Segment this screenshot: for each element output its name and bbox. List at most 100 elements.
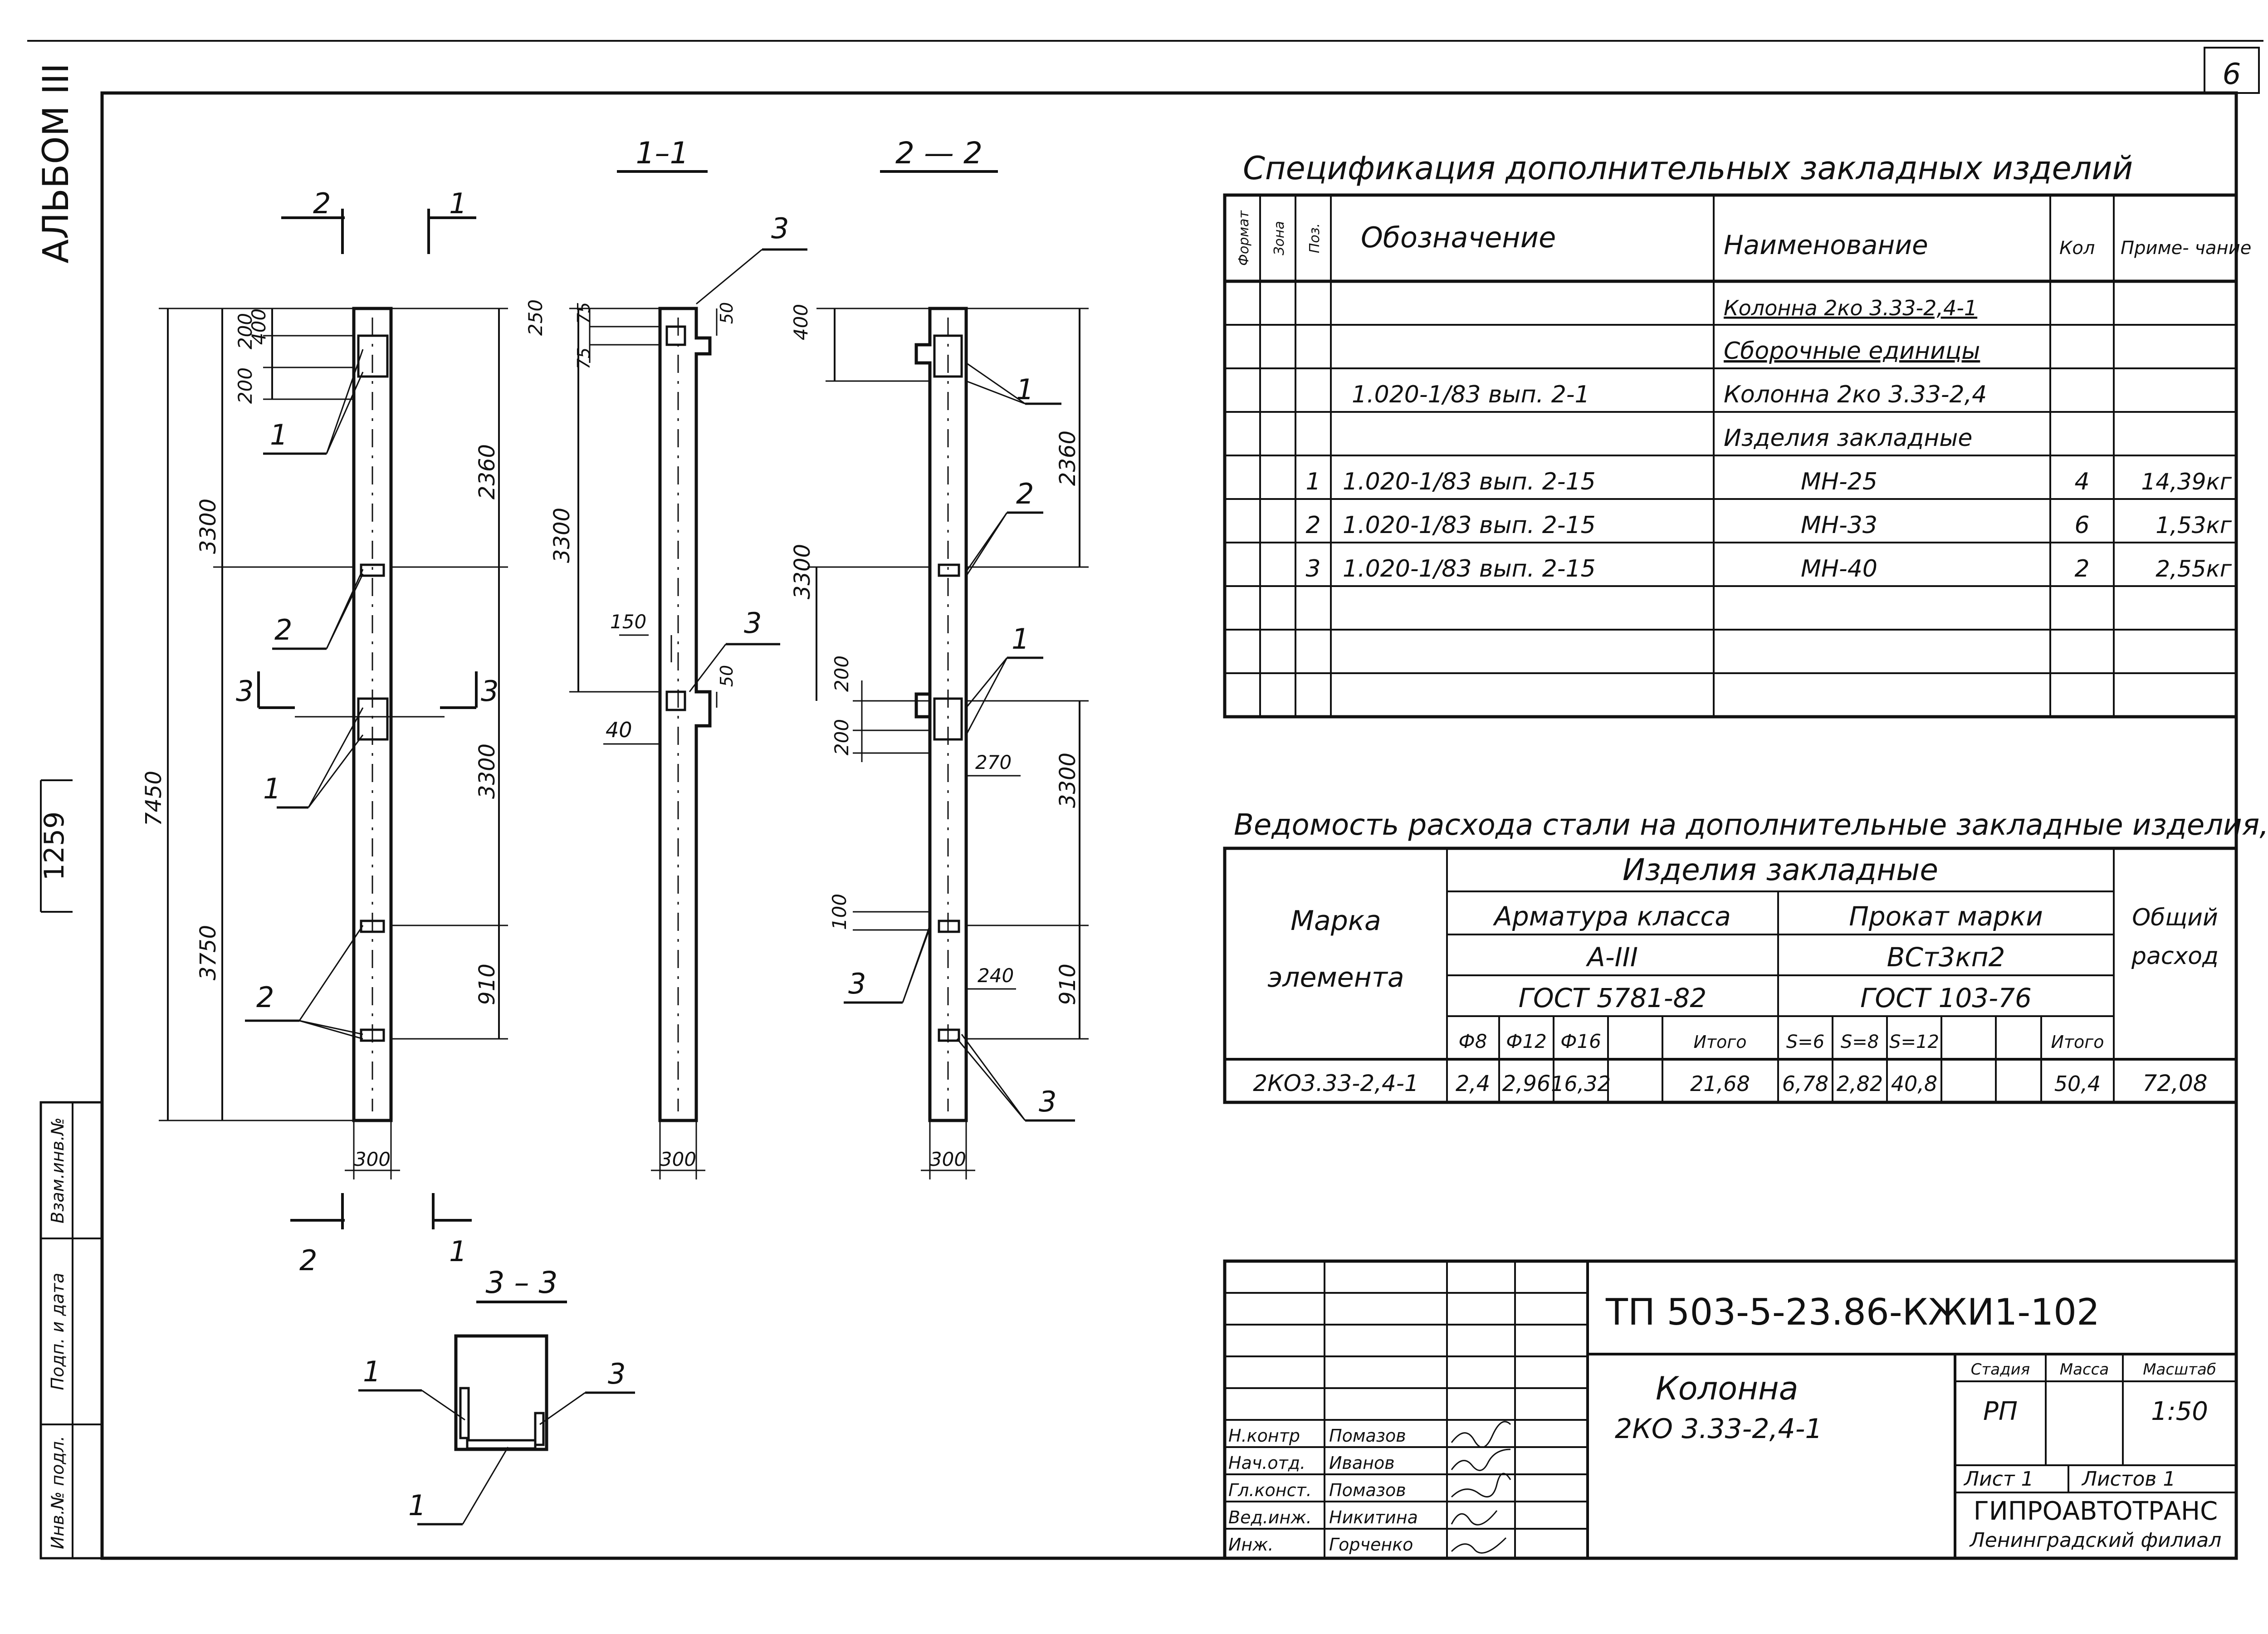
- dim-200b: 200: [831, 719, 853, 755]
- elevation-front-labels: 2 1 3 3 2 1 7450 3300 3750 400 200 200 2…: [141, 187, 500, 1277]
- callout: 3: [771, 212, 789, 245]
- spec-header-qty: Кол: [2059, 238, 2095, 259]
- section-title-2-2: 2 — 2: [895, 136, 982, 171]
- spec-cell: 1.020-1/83 вып. 2-1: [1352, 381, 1590, 408]
- steel-mark-header-2: элемента: [1267, 962, 1404, 993]
- element-name: Колонна: [1656, 1370, 1799, 1407]
- staff-role: Нач.отд.: [1228, 1453, 1305, 1473]
- section-1-1-labels: 1–1 250 75 75 50 3300 150 50 40 300 3 3: [524, 136, 789, 1170]
- dim-width: 300: [930, 1148, 966, 1170]
- dim-250: 250: [524, 299, 547, 336]
- sheet-number: 6: [2223, 58, 2241, 91]
- steel-title: Ведомость расхода стали на дополнительны…: [1234, 808, 2268, 842]
- spec-cell: 1.020-1/83 вып. 2-15: [1343, 512, 1596, 539]
- section-title-3-3: 3 – 3: [486, 1265, 558, 1300]
- section-title-1-1: 1–1: [636, 136, 689, 171]
- spec-header-zone: Зона: [1271, 221, 1287, 255]
- spec-cell: 2: [1305, 512, 1320, 539]
- branch: Ленинградский филиал: [1969, 1529, 2222, 1552]
- staff-role: Вед.инж.: [1228, 1507, 1312, 1527]
- dim-270: 270: [975, 751, 1012, 773]
- dim-40: 40: [606, 718, 632, 742]
- spec-cell: 1: [1305, 468, 1320, 495]
- spec-cell: МН-25: [1801, 468, 1877, 495]
- spec-header-note: Приме- чание: [2121, 238, 2251, 259]
- col-scale: Масштаб: [2143, 1360, 2216, 1379]
- spec-header-pos: Поз.: [1307, 223, 1323, 253]
- stamp-inv-orig: Инв.№ подл.: [48, 1436, 68, 1549]
- stamp-sign-date: Подп. и дата: [48, 1273, 68, 1390]
- spec-cell: Колонна 2ко 3.33-2,4-1: [1724, 296, 1977, 320]
- staff-name: Помазов: [1329, 1426, 1406, 1446]
- steel-table: Ведомость расхода стали на дополнительны…: [1223, 808, 2268, 1104]
- steel-rebar-class: А-III: [1585, 942, 1638, 973]
- staff-name: Горченко: [1329, 1535, 1413, 1555]
- dim-50a: 50: [717, 302, 737, 324]
- steel-subheaders: Ф8 Ф12 Ф16 Итого S=6 S=8 S=12 Итого: [1459, 1030, 2104, 1052]
- steel-sub: Ф16: [1560, 1030, 1601, 1052]
- dim-lower: 3750: [196, 925, 221, 980]
- spec-header-designation: Обозначение: [1361, 221, 1556, 254]
- staff-name: Никитина: [1329, 1507, 1418, 1527]
- callout: 1: [408, 1489, 426, 1522]
- callout: 2: [274, 613, 292, 646]
- callout: 3: [608, 1357, 626, 1390]
- section-2-2-labels: 2 — 2 400 2360 3300 200 200 270 3300 100…: [790, 136, 1080, 1170]
- steel-rolled-header: Прокат марки: [1849, 901, 2043, 932]
- steel-sub: S=8: [1841, 1032, 1879, 1052]
- spec-cell: 4: [2074, 468, 2089, 495]
- title-block: ТП 503-5-23.86-КЖИ1-102 Колонна 2КО 3.33…: [1223, 1259, 2238, 1560]
- spec-cell: 6: [2074, 512, 2089, 539]
- steel-sub: S=12: [1889, 1032, 1939, 1052]
- steel-cell: 21,68: [1690, 1071, 1750, 1096]
- dim-240: 240: [978, 964, 1014, 987]
- callout: 3: [1039, 1085, 1056, 1118]
- dim-3300a: 3300: [790, 544, 815, 599]
- steel-cell: 2,82: [1837, 1071, 1883, 1096]
- staff-name: Помазов: [1329, 1480, 1406, 1500]
- dim-75b: 75: [574, 347, 594, 369]
- spec-table: Спецификация дополнительных закладных из…: [1223, 150, 2251, 719]
- spec-header-name: Наименование: [1724, 230, 1928, 260]
- album-label: АЛЬБОМ III: [36, 63, 77, 264]
- cut-mark: 3: [236, 675, 254, 708]
- dim-2360: 2360: [1055, 431, 1080, 486]
- spec-cell: 3: [1305, 555, 1320, 582]
- spec-rows: Колонна 2ко 3.33-2,4-1 Сборочные единицы…: [1305, 296, 2232, 582]
- steel-sub: Ф8: [1459, 1030, 1487, 1052]
- staff-role: Н.контр: [1228, 1426, 1300, 1446]
- callout: 2: [256, 981, 274, 1014]
- callout: 1: [1016, 373, 1034, 406]
- steel-rebar-gost: ГОСТ 5781-82: [1519, 983, 1707, 1013]
- callout: 3: [848, 967, 866, 1000]
- staff-name: Иванов: [1329, 1453, 1395, 1473]
- callout: 1: [1012, 622, 1029, 656]
- steel-cell: 2,4: [1456, 1071, 1490, 1096]
- steel-sub: S=6: [1786, 1032, 1824, 1052]
- steel-cell: 16,32: [1551, 1071, 1611, 1096]
- cut-mark: 1: [449, 1235, 467, 1268]
- spec-cell: 2,55кг: [2156, 556, 2232, 582]
- spec-cell: Изделия закладные: [1724, 425, 1972, 452]
- dim-2360: 2360: [474, 444, 500, 499]
- dim-400: 400: [248, 308, 270, 345]
- spec-cell: МН-33: [1801, 512, 1877, 539]
- elevation-front: [159, 209, 508, 1229]
- dim-400: 400: [790, 304, 812, 340]
- col-mass: Масса: [2060, 1360, 2109, 1379]
- section-1-1: [569, 170, 807, 1179]
- section-3-3-labels: 3 – 3 1 3 1: [363, 1265, 626, 1522]
- sheet-index: Лист 1: [1963, 1468, 2033, 1491]
- dim-200a: 200: [831, 656, 853, 692]
- steel-sub: Итого: [1693, 1032, 1746, 1052]
- callout: 1: [363, 1355, 381, 1388]
- steel-sub: Итого: [2051, 1032, 2104, 1052]
- dim-50b: 50: [717, 665, 737, 687]
- dim-3300b: 3300: [1055, 753, 1080, 808]
- archive-number: 1259: [39, 812, 70, 881]
- dim-total: 7450: [141, 771, 166, 826]
- steel-cell: 40,8: [1891, 1071, 1937, 1096]
- dim-200a: 200: [234, 313, 256, 349]
- steel-cell: 6,78: [1782, 1071, 1828, 1096]
- cut-mark: 3: [481, 675, 499, 708]
